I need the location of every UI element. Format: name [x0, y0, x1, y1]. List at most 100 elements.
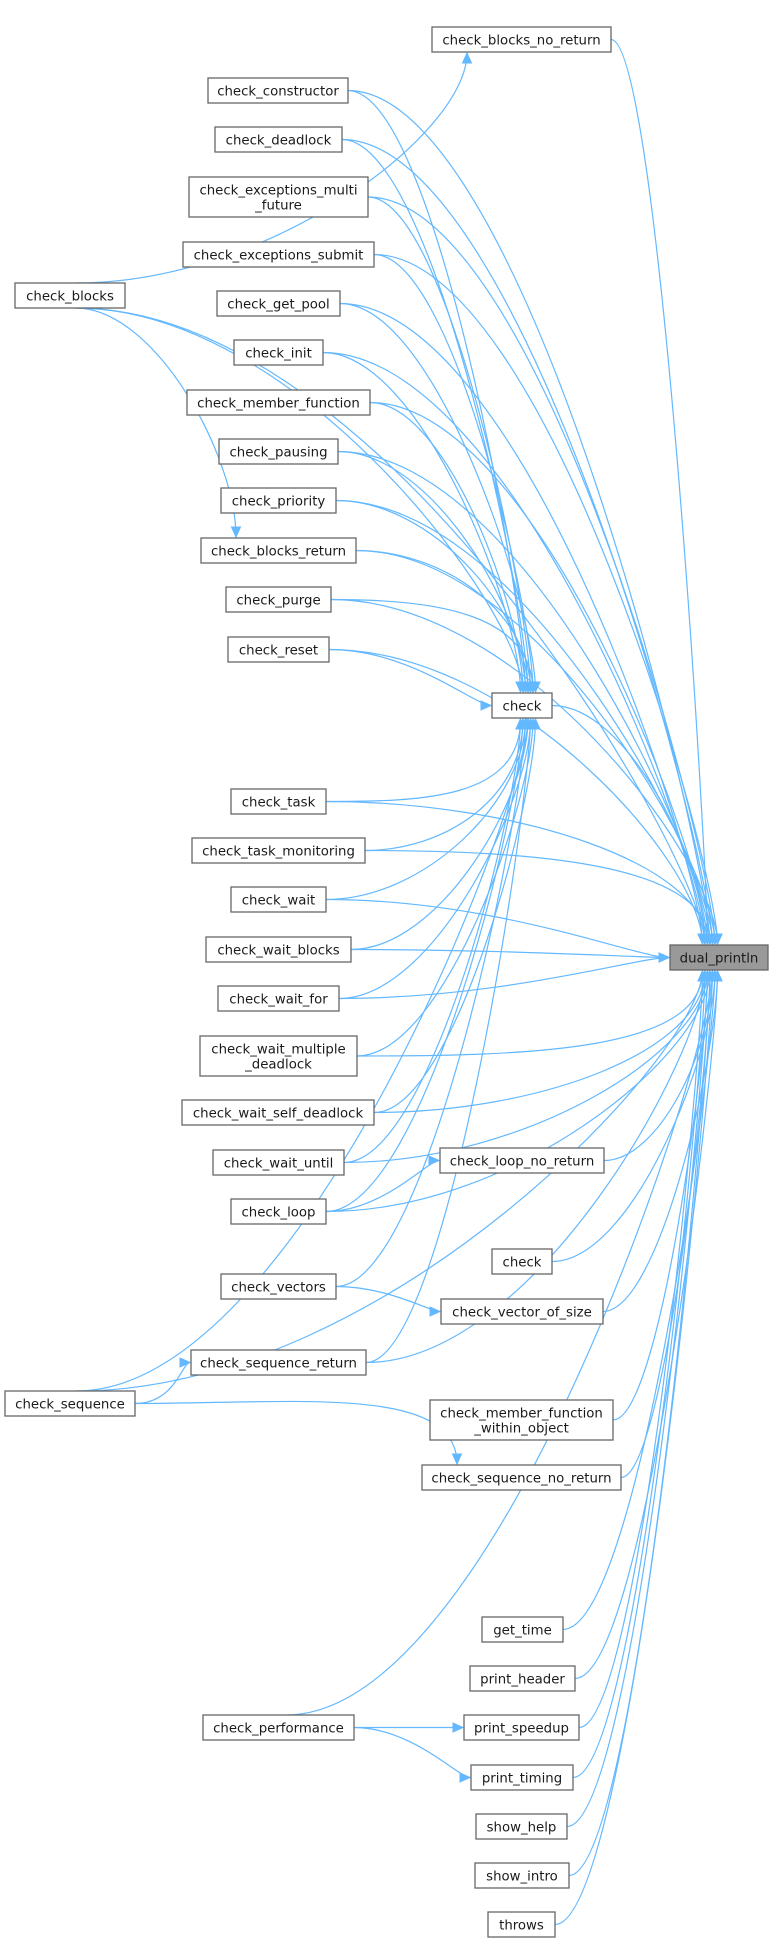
node-check_member_function_within_object[interactable]: check_member_function_within_object [429, 1399, 614, 1441]
node-box[interactable] [4, 1390, 136, 1417]
node-check_reset[interactable]: check_reset [227, 636, 330, 663]
node-box[interactable] [474, 1862, 570, 1889]
node-box[interactable] [233, 339, 324, 366]
node-get_time[interactable]: get_time [481, 1616, 564, 1643]
node-box[interactable] [218, 438, 339, 465]
node-box[interactable] [220, 487, 337, 514]
edge-get_time-to-dual_println [562, 970, 716, 1631]
node-check_loop[interactable]: check_loop [230, 1198, 327, 1225]
node-box[interactable] [182, 241, 375, 268]
node-check_main[interactable]: check [491, 692, 553, 719]
node-box[interactable] [14, 282, 126, 309]
node-box[interactable] [669, 944, 769, 971]
node-box[interactable] [429, 1399, 614, 1441]
node-check_exceptions_submit[interactable]: check_exceptions_submit [182, 241, 375, 268]
node-print_header[interactable]: print_header [469, 1665, 576, 1692]
node-check_exceptions_multi_future[interactable]: check_exceptions_multi_future [188, 176, 369, 218]
node-label: check_member_function [440, 1407, 603, 1422]
arrowhead-check_loop-to-check_loop_no_return [428, 1155, 441, 1166]
node-box[interactable] [220, 1273, 337, 1300]
edge-check_task_monitoring-to-check_main [364, 718, 524, 852]
edge-check_constructor-to-check_main [347, 89, 527, 693]
edge-check_performance-to-dual_println [286, 970, 714, 1716]
node-box[interactable] [469, 1665, 576, 1692]
node-box[interactable] [481, 1616, 564, 1643]
node-box[interactable] [475, 1813, 568, 1840]
node-check_pausing[interactable]: check_pausing [218, 438, 339, 465]
node-box[interactable] [181, 1099, 375, 1126]
node-throws[interactable]: throws [487, 1911, 556, 1938]
node-box[interactable] [431, 26, 612, 53]
node-box[interactable] [205, 936, 352, 963]
node-check_blocks[interactable]: check_blocks [14, 282, 126, 309]
node-print_speedup[interactable]: print_speedup [463, 1714, 580, 1741]
node-box[interactable] [439, 1147, 605, 1174]
node-dual_println[interactable]: dual_println [669, 944, 769, 971]
node-check_sequence[interactable]: check_sequence [4, 1390, 136, 1417]
node-label: check_init [245, 347, 312, 362]
node-box[interactable] [225, 586, 332, 613]
node-box[interactable] [230, 1198, 327, 1225]
node-check_deadlock[interactable]: check_deadlock [214, 126, 343, 153]
node-check_get_pool[interactable]: check_get_pool [216, 290, 341, 317]
node-check_sequence_return[interactable]: check_sequence_return [190, 1349, 367, 1376]
node-label: check [503, 700, 542, 715]
node-box[interactable] [190, 1349, 367, 1376]
node-check_priority[interactable]: check_priority [220, 487, 337, 514]
node-box[interactable] [188, 176, 369, 218]
node-box[interactable] [216, 290, 341, 317]
node-box[interactable] [440, 1298, 604, 1325]
node-check_performance[interactable]: check_performance [202, 1714, 355, 1741]
node-label: _deadlock [244, 1058, 312, 1073]
node-box[interactable] [421, 1464, 622, 1491]
node-box[interactable] [207, 77, 349, 104]
node-box[interactable] [230, 886, 327, 913]
node-check_vector_of_size[interactable]: check_vector_of_size [440, 1298, 604, 1325]
arrowhead-check_performance-to-print_speedup [452, 1722, 465, 1733]
node-print_timing[interactable]: print_timing [470, 1764, 574, 1791]
node-check_other[interactable]: check [491, 1248, 553, 1275]
node-box[interactable] [470, 1764, 574, 1791]
node-check_member_function[interactable]: check_member_function [186, 389, 371, 416]
node-label: print_header [480, 1673, 565, 1688]
node-check_constructor[interactable]: check_constructor [207, 77, 349, 104]
node-check_purge[interactable]: check_purge [225, 586, 332, 613]
node-box[interactable] [199, 1035, 358, 1077]
node-box[interactable] [191, 837, 366, 864]
node-box[interactable] [200, 537, 357, 564]
node-label: check_sequence_no_return [431, 1472, 611, 1487]
node-check_vectors[interactable]: check_vectors [220, 1273, 337, 1300]
node-check_wait_for[interactable]: check_wait_for [217, 985, 340, 1012]
edge-check_other-to-dual_println [551, 970, 716, 1263]
node-check_wait_blocks[interactable]: check_wait_blocks [205, 936, 352, 963]
node-check_wait_multiple_deadlock[interactable]: check_wait_multiple_deadlock [199, 1035, 358, 1077]
node-check_task_monitoring[interactable]: check_task_monitoring [191, 837, 366, 864]
node-check_sequence_no_return[interactable]: check_sequence_no_return [421, 1464, 622, 1491]
node-box[interactable] [491, 692, 553, 719]
node-box[interactable] [491, 1248, 553, 1275]
node-check_blocks_no_return[interactable]: check_blocks_no_return [431, 26, 612, 53]
arrowhead-check_sequence-to-check_sequence_no_return [451, 1453, 463, 1466]
node-check_wait_self_deadlock[interactable]: check_wait_self_deadlock [181, 1099, 375, 1126]
node-check_wait[interactable]: check_wait [230, 886, 327, 913]
edge-check_priority-to-dual_println [335, 499, 714, 945]
node-box[interactable] [186, 389, 371, 416]
node-check_loop_no_return[interactable]: check_loop_no_return [439, 1147, 605, 1174]
node-box[interactable] [227, 636, 330, 663]
node-check_blocks_return[interactable]: check_blocks_return [200, 537, 357, 564]
arrowhead-check_sequence-to-check_sequence_return [179, 1357, 192, 1368]
node-box[interactable] [230, 788, 327, 815]
node-box[interactable] [217, 985, 340, 1012]
node-box[interactable] [463, 1714, 580, 1741]
node-show_help[interactable]: show_help [475, 1813, 568, 1840]
node-box[interactable] [214, 126, 343, 153]
node-check_init[interactable]: check_init [233, 339, 324, 366]
node-check_task[interactable]: check_task [230, 788, 327, 815]
node-box[interactable] [202, 1714, 355, 1741]
node-show_intro[interactable]: show_intro [474, 1862, 570, 1889]
node-box[interactable] [212, 1149, 345, 1176]
node-box[interactable] [487, 1911, 556, 1938]
node-check_wait_until[interactable]: check_wait_until [212, 1149, 345, 1176]
node-label: print_speedup [474, 1722, 569, 1737]
node-label: check_wait_multiple [211, 1043, 345, 1058]
